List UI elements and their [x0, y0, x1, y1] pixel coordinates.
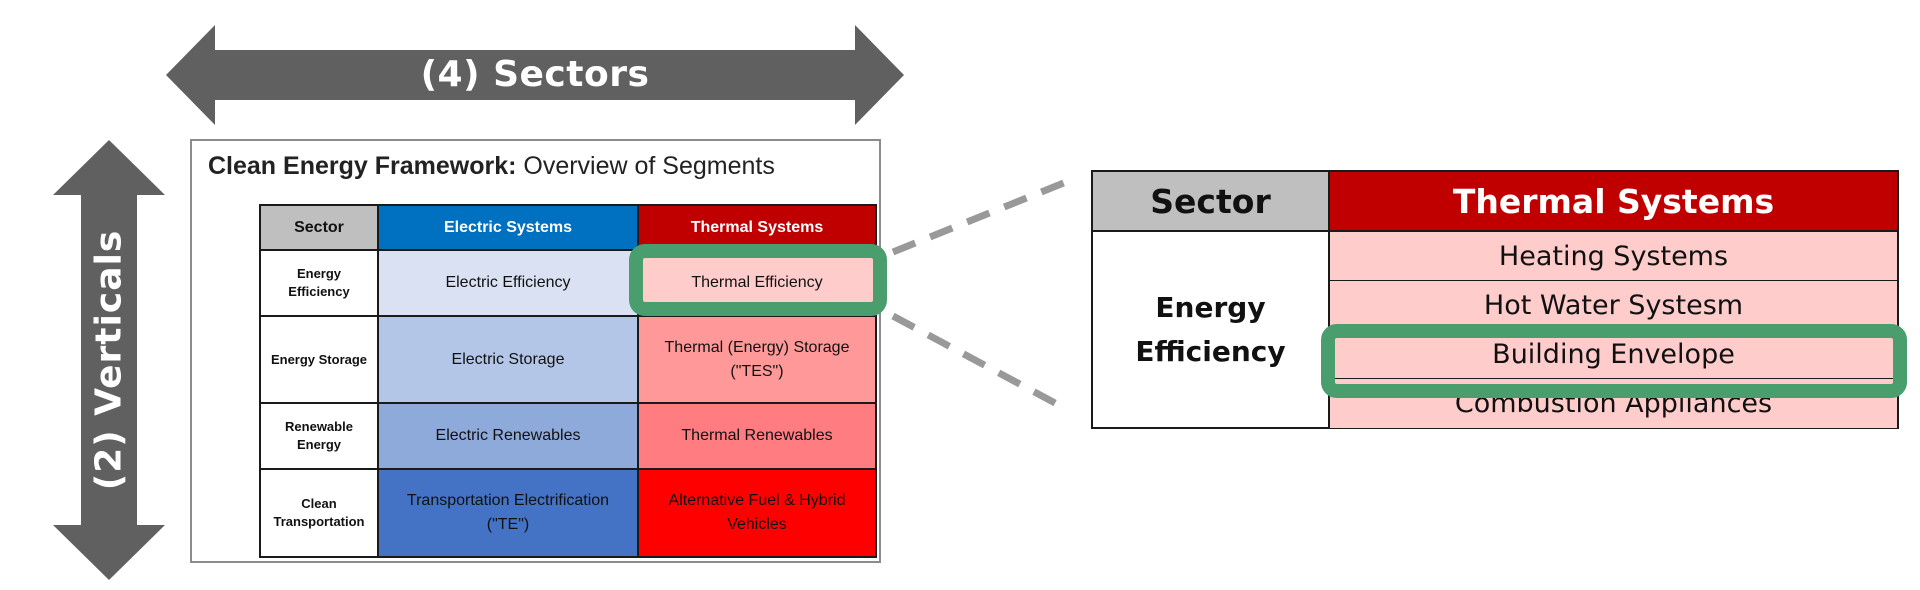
thermal-cell: Alternative Fuel & Hybrid Vehicles — [637, 468, 877, 558]
table-row: Energy Storage Electric Storage Thermal … — [259, 315, 877, 404]
detail-header-thermal-systems: Thermal Systems — [1328, 169, 1899, 233]
detail-header-row: Sector Thermal Systems — [1091, 169, 1899, 233]
framework-header-row: Sector Electric Systems Thermal Systems — [259, 204, 877, 251]
sectors-arrow-label: (4) Sectors — [420, 54, 650, 95]
electric-cell: Transportation Electrification ("TE") — [377, 468, 639, 558]
sector-cell: Energy Efficiency — [259, 249, 379, 317]
header-electric-systems: Electric Systems — [377, 204, 639, 251]
vertical-double-arrow — [53, 140, 165, 580]
highlight-building-envelope — [1321, 324, 1907, 398]
detail-sector-cell: Energy Efficiency — [1091, 230, 1330, 429]
connector-line-upper — [891, 174, 1078, 256]
detail-item: Heating Systems — [1328, 230, 1899, 282]
electric-cell: Electric Renewables — [377, 402, 639, 470]
detail-header-sector: Sector — [1091, 169, 1330, 233]
detail-row: Energy Efficiency Heating Systems — [1091, 230, 1899, 429]
thermal-cell: Thermal Renewables — [637, 402, 877, 470]
sector-cell: Clean Transportation — [259, 468, 379, 558]
highlight-thermal-efficiency — [629, 244, 887, 316]
sector-cell: Renewable Energy — [259, 402, 379, 470]
framework-table: Sector Electric Systems Thermal Systems … — [259, 204, 877, 558]
header-thermal-systems: Thermal Systems — [637, 204, 877, 251]
electric-cell: Electric Efficiency — [377, 249, 639, 317]
connector-line-lower — [891, 312, 1070, 414]
framework-title-regular: Overview of Segments — [516, 152, 775, 180]
framework-title-bold: Clean Energy Framework: — [208, 152, 517, 180]
header-sector: Sector — [259, 204, 379, 251]
verticals-arrow-label: (2) Verticals — [88, 229, 130, 491]
detail-row: Hot Water Systesm — [1092, 280, 1899, 331]
table-row: Clean Transportation Transportation Elec… — [259, 468, 877, 558]
table-row: Renewable Energy Electric Renewables The… — [259, 402, 877, 470]
horizontal-double-arrow — [166, 25, 904, 125]
thermal-cell: Thermal (Energy) Storage ("TES") — [637, 315, 877, 404]
electric-cell: Electric Storage — [377, 315, 639, 404]
sector-cell: Energy Storage — [259, 315, 379, 404]
detail-item: Hot Water Systesm — [1328, 280, 1899, 331]
framework-title: Clean Energy Framework: Overview of Segm… — [208, 152, 775, 181]
table-row: Energy Efficiency Electric Efficiency Th… — [259, 249, 877, 317]
